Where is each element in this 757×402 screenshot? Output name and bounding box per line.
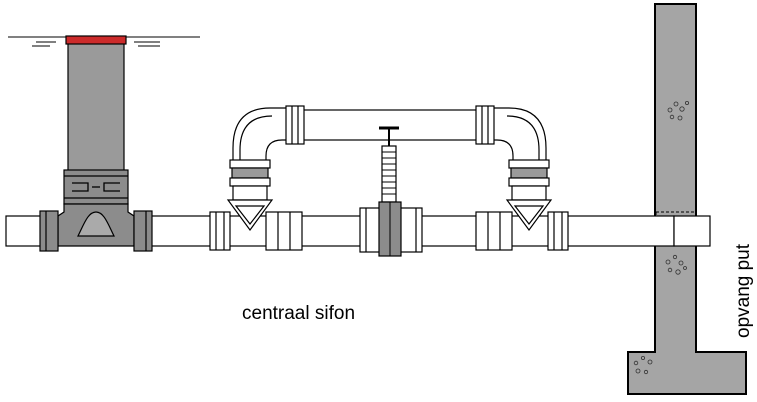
- pipe-couplings: [209, 211, 569, 251]
- collection-pit: [627, 3, 747, 395]
- gate-valve: [359, 126, 423, 257]
- tee-socket-left: [39, 210, 59, 252]
- tee-socket-right: [133, 210, 153, 252]
- gravel-texture: [633, 101, 690, 375]
- pit-wall: [627, 3, 747, 395]
- riser-cap: [65, 35, 127, 45]
- riser-assembly: [39, 35, 153, 252]
- collection-pit-label: opvang put: [733, 243, 754, 338]
- riser-pipe: [67, 39, 125, 173]
- siphon-label: centraal sifon: [242, 303, 355, 324]
- water-level: [8, 36, 200, 47]
